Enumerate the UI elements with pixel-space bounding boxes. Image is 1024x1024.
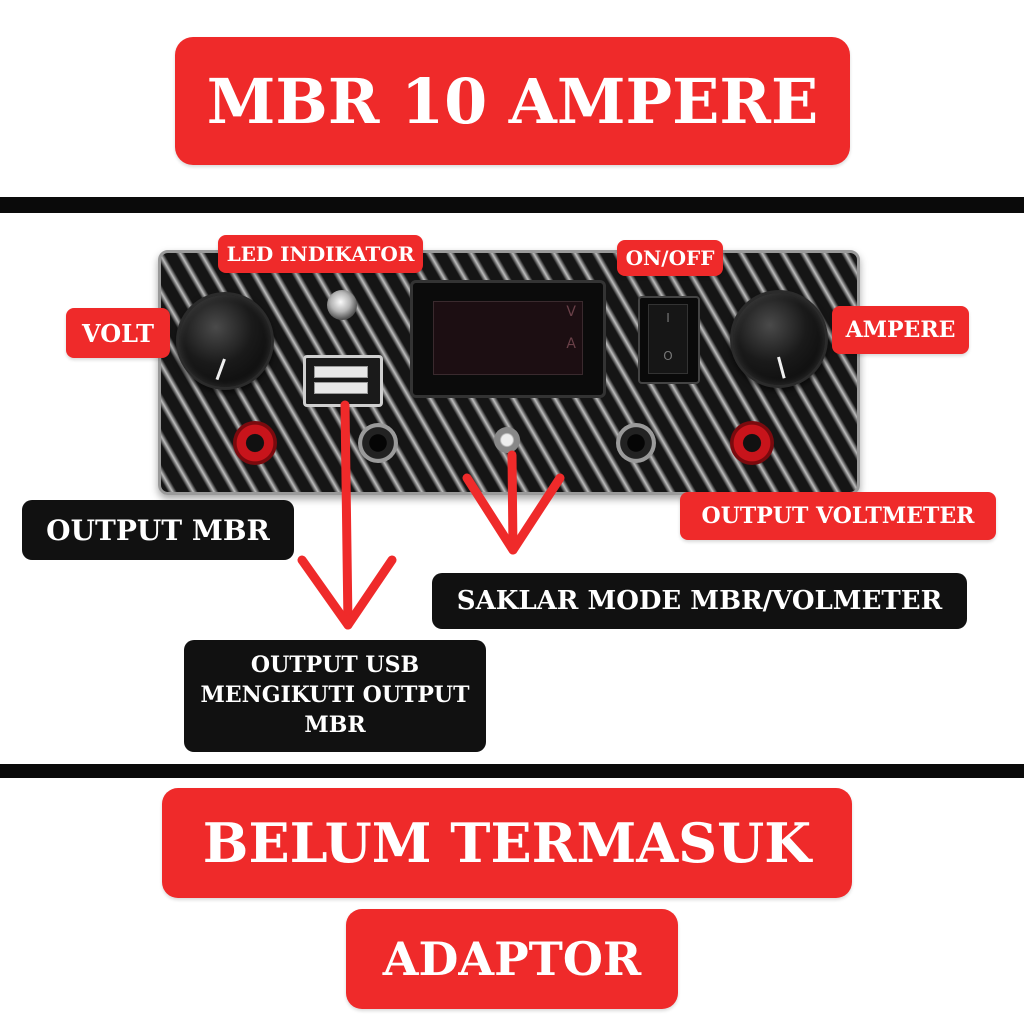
power-switch: I O [638, 296, 700, 384]
on-off-label: ON/OFF [617, 240, 723, 276]
output-mbr-jack [233, 421, 277, 465]
bottom-divider [0, 764, 1024, 778]
output-usb-text-line2: MENGIKUTI OUTPUT [200, 682, 470, 709]
display-unit-a: A [566, 336, 576, 352]
output-usb-label: OUTPUT USB MENGIKUTI OUTPUT MBR [184, 640, 486, 752]
aux-jack-right [616, 423, 656, 463]
output-usb-text-line1: OUTPUT USB [250, 652, 420, 679]
volt-text: VOLT [82, 318, 154, 348]
volt-knob [176, 292, 274, 390]
switch-on-symbol: I [666, 311, 670, 325]
usb-arrow [297, 400, 397, 630]
output-voltmeter-text: OUTPUT VOLTMETER [701, 503, 975, 529]
output-voltmeter-label: OUTPUT VOLTMETER [680, 492, 996, 540]
ampere-label: AMPERE [832, 306, 969, 354]
led-indicator [327, 290, 357, 320]
switch-off-symbol: O [663, 349, 673, 363]
saklar-mode-label: SAKLAR MODE MBR/VOLMETER [432, 573, 967, 629]
top-divider [0, 197, 1024, 213]
title-banner: MBR 10 AMPERE [175, 37, 850, 165]
title-text: MBR 10 AMPERE [206, 64, 819, 138]
footer-banner-line1: BELUM TERMASUK [162, 788, 852, 898]
usb-port [303, 355, 383, 407]
display-unit-v: V [566, 304, 576, 320]
on-off-text: ON/OFF [625, 246, 715, 270]
display-screen: V A [433, 301, 583, 375]
saklar-mode-text: SAKLAR MODE MBR/VOLMETER [456, 586, 943, 616]
footer-line2-text: ADAPTOR [382, 932, 642, 986]
footer-line1-text: BELUM TERMASUK [202, 811, 812, 875]
volt-label: VOLT [66, 308, 170, 358]
footer-banner-line2: ADAPTOR [346, 909, 678, 1009]
output-voltmeter-jack [730, 421, 774, 465]
mode-toggle-switch [494, 427, 520, 453]
voltmeter-display: V A [410, 280, 606, 398]
led-indikator-text: LED INDIKATOR [226, 242, 415, 266]
ampere-knob [730, 290, 828, 388]
aux-jack-left [358, 423, 398, 463]
led-indikator-label: LED INDIKATOR [218, 235, 423, 273]
output-mbr-label: OUTPUT MBR [22, 500, 294, 560]
ampere-text: AMPERE [845, 317, 956, 343]
output-usb-text-line3: MBR [304, 711, 366, 738]
mode-switch-arrow [462, 450, 565, 555]
output-mbr-text: OUTPUT MBR [46, 513, 270, 547]
